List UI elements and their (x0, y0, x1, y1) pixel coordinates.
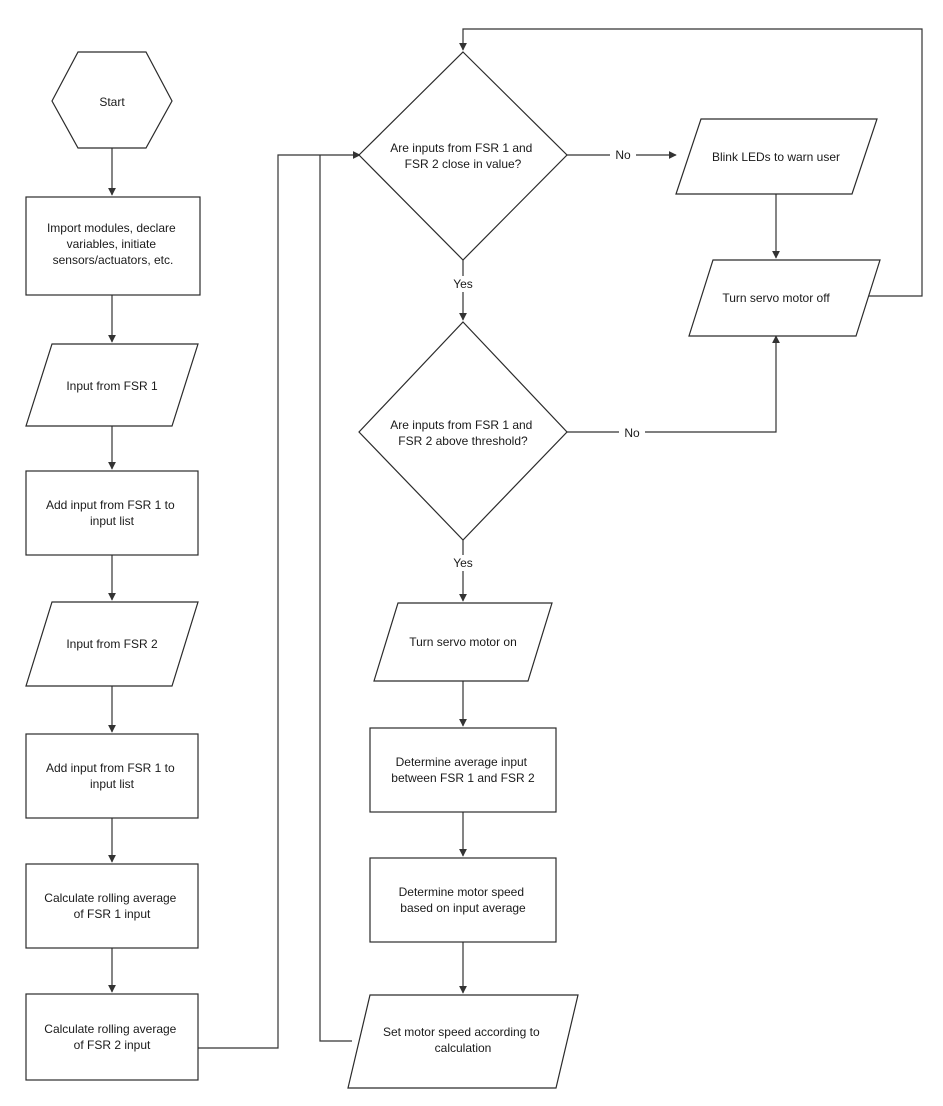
avg-both-label-line-2: between FSR 1 and FSR 2 (391, 771, 535, 785)
node-set-speed: Set motor speed according to calculation (347, 994, 579, 1089)
set-speed-label-line-1: Set motor speed according to (383, 1025, 540, 1039)
svg-text:Turn servo motor off: Turn servo motor off (722, 291, 830, 305)
motor-speed-process-box (369, 857, 557, 943)
edge-decision-threshold-no (567, 335, 780, 433)
label-close-yes: Yes (453, 277, 473, 291)
add-fsr1-process-box (25, 470, 199, 556)
edges (108, 28, 923, 1049)
node-decision-threshold: Are inputs from FSR 1 and FSR 2 above th… (358, 321, 568, 541)
label-close-no: No (615, 148, 631, 162)
servo-on-io-box (373, 602, 553, 682)
import-label-line-1: Import modules, declare (47, 221, 176, 235)
svg-text:Import modules, declare: Import modules, declare variables, initi… (47, 221, 179, 267)
add-fsr2-label-line-1: Add input from FSR 1 to (46, 761, 175, 775)
node-add-fsr1: Add input from FSR 1 to input list (25, 470, 199, 556)
input-fsr2-label: Input from FSR 2 (66, 637, 158, 651)
node-servo-on: Turn servo motor on (373, 602, 553, 682)
servo-on-label: Turn servo motor on (409, 635, 517, 649)
node-blink: Blink LEDs to warn user (675, 118, 878, 195)
node-avg-fsr2: Calculate rolling average of FSR 2 input (25, 993, 199, 1081)
blink-label: Blink LEDs to warn user (712, 150, 840, 164)
avg-both-process-box (369, 727, 557, 813)
svg-text:Turn servo motor on: Turn servo motor on (409, 635, 517, 649)
input-fsr1-label: Input from FSR 1 (66, 379, 158, 393)
decision-close-diamond (358, 51, 568, 261)
node-input-fsr2: Input from FSR 2 (25, 601, 199, 687)
svg-text:Add input from FSR 1 to: Add input from FSR 1 to input list (46, 761, 178, 791)
svg-text:Determine motor speed ba: Determine motor speed based on input ave… (399, 885, 528, 915)
node-avg-both: Determine average input between FSR 1 an… (369, 727, 557, 813)
svg-text:Are inputs from FSR 1 and: Are inputs from FSR 1 and FSR 2 above th… (390, 418, 535, 448)
add-fsr2-process-box (25, 733, 199, 819)
import-label-line-2: variables, initiate (67, 237, 157, 251)
label-threshold-no: No (624, 426, 640, 440)
start-label: Start (99, 95, 125, 109)
svg-text:Start: Start (99, 95, 125, 109)
edge-avg-fsr2-to-decision-close (198, 151, 361, 1049)
edge-labels: No Yes No Yes (448, 147, 645, 571)
avg-fsr1-label-line-1: Calculate rolling average (44, 891, 176, 905)
servo-off-io-box (688, 259, 881, 337)
decision-threshold-label-line-2: FSR 2 above threshold? (398, 434, 528, 448)
node-avg-fsr1: Calculate rolling average of FSR 1 input (25, 863, 199, 949)
svg-text:Calculate rolling average: Calculate rolling average of FSR 2 input (44, 1022, 179, 1052)
svg-text:Calculate rolling average: Calculate rolling average of FSR 1 input (44, 891, 179, 921)
start-terminator (51, 51, 173, 149)
set-speed-label-line-2: calculation (435, 1041, 492, 1055)
avg-fsr2-label-line-2: of FSR 2 input (74, 1038, 151, 1052)
node-import: Import modules, declare variables, initi… (25, 196, 201, 296)
svg-text:Add input from FSR 1 to: Add input from FSR 1 to input list (46, 498, 178, 528)
edge-servo-off-loop-back (459, 28, 923, 297)
decision-close-label-line-1: Are inputs from FSR 1 and (390, 141, 532, 155)
avg-fsr1-process-box (25, 863, 199, 949)
import-label-line-3: sensors/actuators, etc. (53, 253, 174, 267)
input-fsr2-io-box (25, 601, 199, 687)
motor-speed-label-line-2: based on input average (400, 901, 526, 915)
node-decision-close: Are inputs from FSR 1 and FSR 2 close in… (358, 51, 568, 261)
svg-text:Input from FSR 2: Input from FSR 2 (66, 637, 158, 651)
svg-text:Are inputs from FSR 1 and: Are inputs from FSR 1 and FSR 2 close in… (390, 141, 535, 171)
blink-io-box (675, 118, 878, 195)
node-input-fsr1: Input from FSR 1 (25, 343, 199, 427)
add-fsr1-label-line-1: Add input from FSR 1 to (46, 498, 175, 512)
svg-text:Set motor speed according to: Set motor speed according to calculation (383, 1025, 543, 1055)
motor-speed-label-line-1: Determine motor speed (399, 885, 524, 899)
node-start: Start (51, 51, 173, 149)
decision-close-label-line-2: FSR 2 close in value? (405, 157, 522, 171)
input-fsr1-io-box (25, 343, 199, 427)
avg-fsr2-label-line-1: Calculate rolling average (44, 1022, 176, 1036)
label-threshold-yes: Yes (453, 556, 473, 570)
svg-text:Input from FSR 1: Input from FSR 1 (66, 379, 158, 393)
set-speed-io-box (347, 994, 579, 1089)
node-motor-speed: Determine motor speed based on input ave… (369, 857, 557, 943)
node-add-fsr2: Add input from FSR 1 to input list (25, 733, 199, 819)
import-process-box (25, 196, 201, 296)
servo-off-label: Turn servo motor off (722, 291, 830, 305)
svg-text:Blink LEDs to warn user: Blink LEDs to warn user (712, 150, 840, 164)
decision-threshold-label-line-1: Are inputs from FSR 1 and (390, 418, 532, 432)
add-fsr1-label-line-2: input list (90, 514, 135, 528)
avg-fsr2-process-box (25, 993, 199, 1081)
avg-both-label-line-1: Determine average input (396, 755, 528, 769)
add-fsr2-label-line-2: input list (90, 777, 135, 791)
edge-set-speed-loop-back (319, 155, 352, 1042)
svg-text:Determine average input: Determine average input between FSR 1 an… (391, 755, 535, 785)
decision-threshold-diamond (358, 321, 568, 541)
avg-fsr1-label-line-2: of FSR 1 input (74, 907, 151, 921)
node-servo-off: Turn servo motor off (688, 259, 881, 337)
